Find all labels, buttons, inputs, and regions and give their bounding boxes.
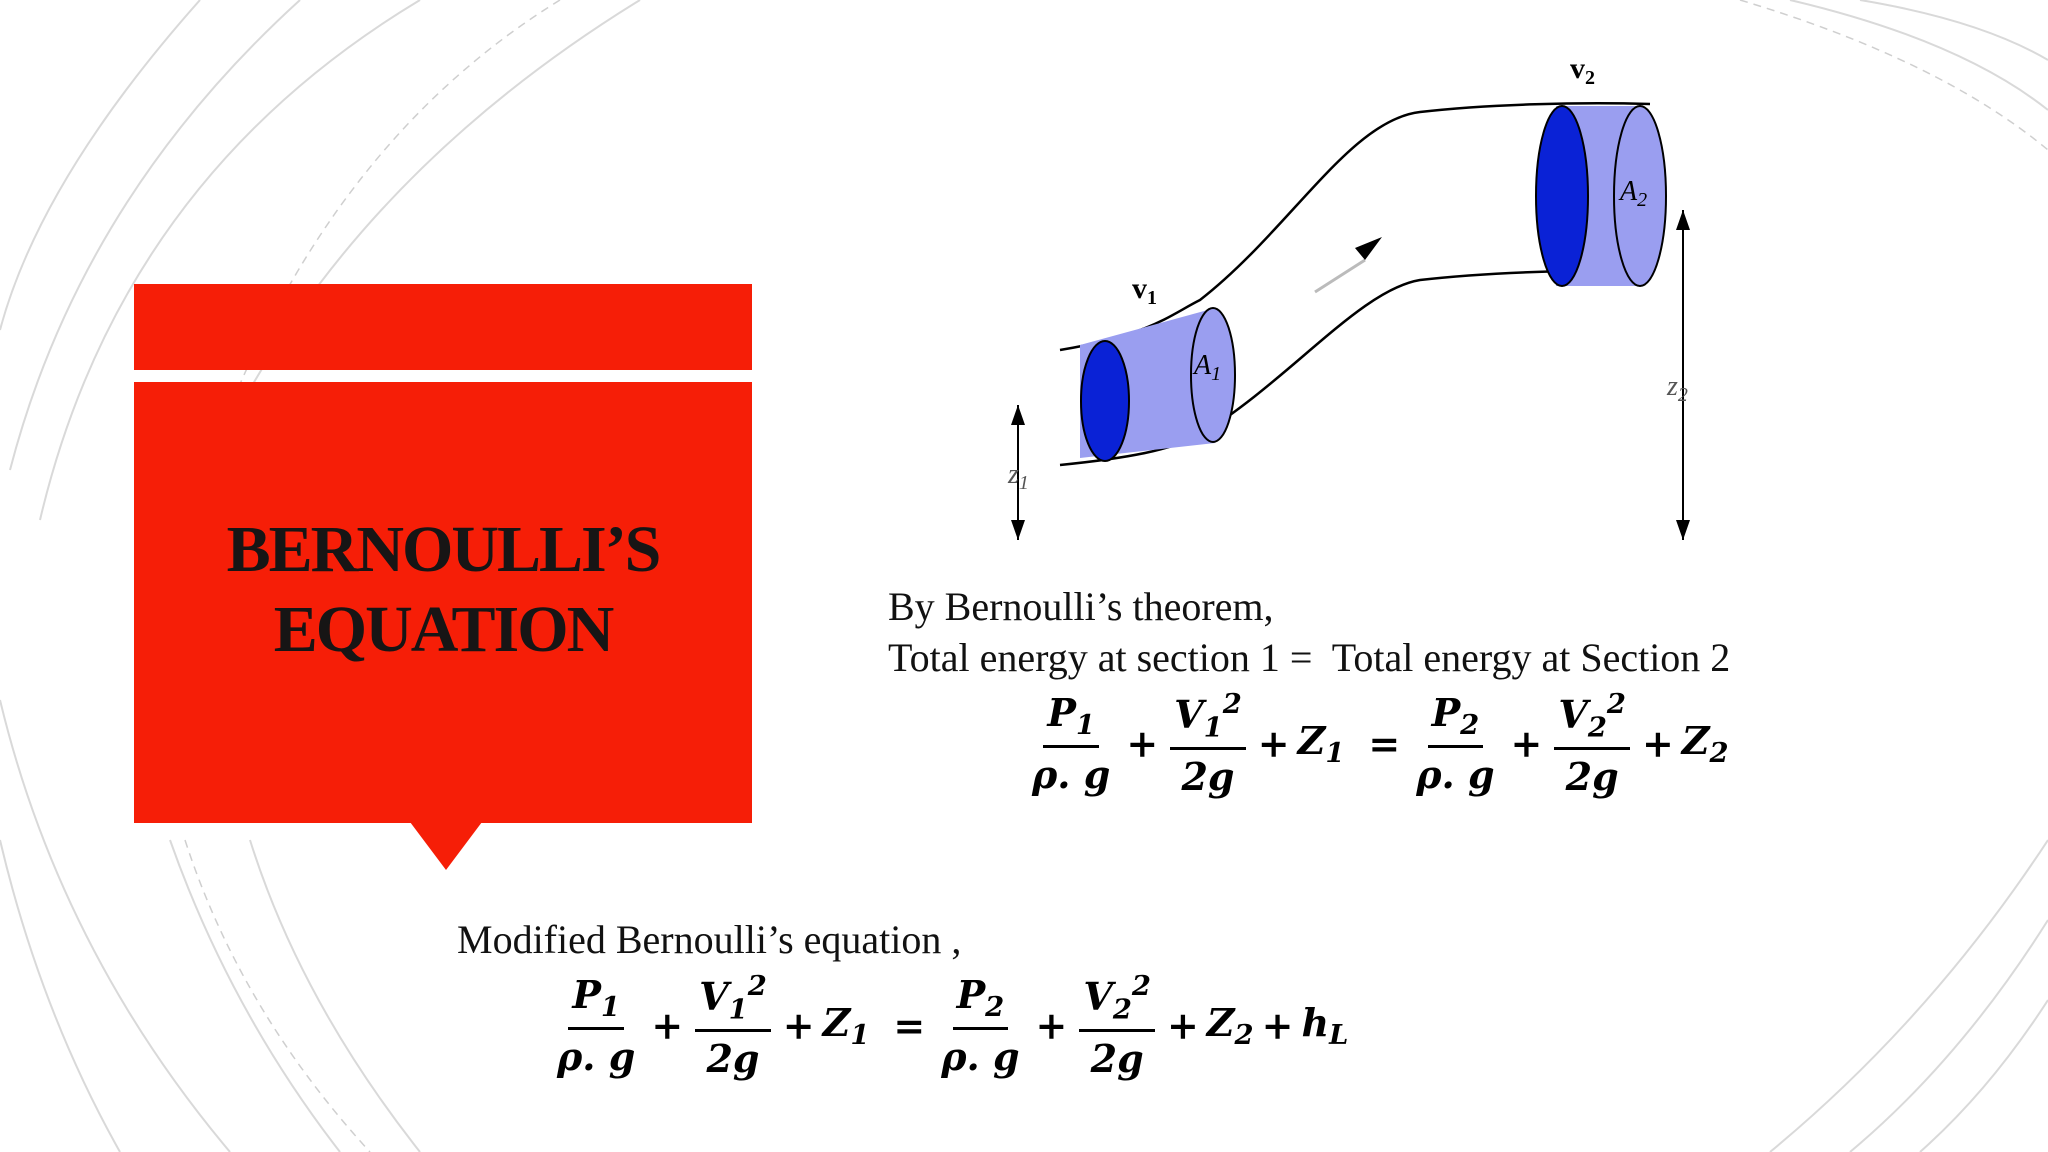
pipe-flow-diagram: v1 v2 A1 A2 z1 z2 [1007,52,1690,540]
section1-face [1080,340,1130,462]
section2-face [1535,105,1589,287]
mod-datum-head-2: Z2 [1206,1000,1254,1052]
modified-equation-label: Modified Bernoulli’s equation , [457,917,962,962]
velocity-head-2: V22 2g [1554,688,1630,799]
velocity-head-1: V12 2g [1170,688,1246,799]
flow-arrow-shaft [1314,258,1366,294]
theorem-line-2: Total energy at section 1 = Total energy… [888,635,1731,680]
datum-head-1: Z1 [1297,718,1345,770]
mod-datum-head-1: Z1 [822,1000,870,1052]
a2-label: A2 [1618,176,1647,211]
section1-outlet-ring [1190,307,1236,443]
pressure-head-1: P1 ρ. g [1032,690,1111,798]
mod-pressure-head-1: P1 ρ. g [557,972,636,1080]
section2-outlet-ring [1613,105,1667,287]
title-line-2: EQUATION [273,593,615,666]
flow-arrow-head [1355,237,1382,260]
bernoulli-equation: P1 ρ. g + V12 2g + Z1 = P2 ρ. g + V22 2g… [1022,688,1731,799]
title-box-pointer [410,822,482,870]
mod-velocity-head-1: V12 2g [695,970,771,1081]
mod-pressure-head-2: P2 ρ. g [941,972,1020,1080]
z1-label: z1 [1007,459,1029,494]
a1-label: A1 [1192,350,1221,385]
title-box [134,382,752,823]
v1-label: v1 [1132,272,1157,309]
slide-title: BERNOULLI’S EQUATION [134,510,752,670]
title-accent-bar [134,284,752,370]
theorem-line-1: By Bernoulli’s theorem, [888,584,1274,629]
modified-bernoulli-equation: P1 ρ. g + V12 2g + Z1 = P2 ρ. g + V22 2g… [547,970,1350,1081]
title-line-1: BERNOULLI’S [226,513,662,586]
z2-label: z2 [1666,371,1688,406]
datum-head-2: Z2 [1681,718,1729,770]
pipe-bottom-wall [1059,268,1651,467]
mod-velocity-head-2: V22 2g [1079,970,1155,1081]
pipe-top-wall [1059,102,1651,352]
v2-label: v2 [1570,52,1595,89]
head-loss-term: hL [1301,1000,1349,1052]
pressure-head-2: P2 ρ. g [1416,690,1495,798]
